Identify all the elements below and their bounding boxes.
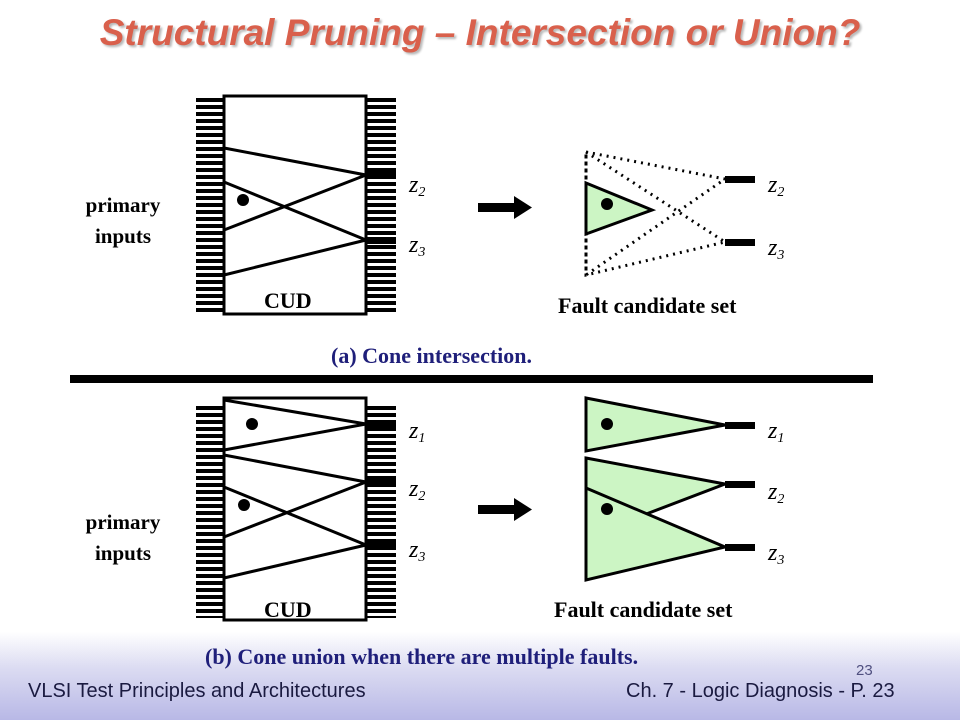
cud-label-b: CUD xyxy=(264,597,312,622)
output-z2-b: z2 xyxy=(409,476,426,504)
caption-b: (b) Cone union when there are multiple f… xyxy=(205,644,639,669)
footer-course-title: VLSI Test Principles and Architectures xyxy=(28,680,366,702)
section-divider xyxy=(70,375,873,383)
result-z3-a: z3 xyxy=(768,235,785,263)
arrow-a xyxy=(478,196,532,219)
caption-a: (a) Cone intersection. xyxy=(331,343,533,368)
slide-title: Structural Pruning – Intersection or Uni… xyxy=(99,12,861,53)
output-z3-a: z3 xyxy=(409,232,426,260)
pruning-diagram xyxy=(70,94,873,622)
output-z2-a: z2 xyxy=(409,172,426,200)
candidate-set-b xyxy=(584,396,755,582)
fault-candidate-label-b: Fault candidate set xyxy=(554,597,733,622)
fault-dot-b1-result xyxy=(601,418,613,430)
candidate-set-a xyxy=(584,149,755,278)
arrow-b xyxy=(478,498,532,521)
output-z1-b: z1 xyxy=(409,418,426,446)
cud-block-a xyxy=(196,94,396,316)
fault-candidate-label-a: Fault candidate set xyxy=(558,293,737,318)
result-z3-b: z3 xyxy=(768,540,785,568)
footer-chapter: Ch. 7 - Logic Diagnosis - P. 23 xyxy=(626,680,895,702)
primary-inputs-label-a: primary inputs xyxy=(85,193,161,248)
result-z2-b: z2 xyxy=(768,479,785,507)
fault-dot-b1 xyxy=(246,418,258,430)
cud-label-a: CUD xyxy=(264,288,312,313)
cud-block-b xyxy=(196,396,396,622)
output-z3-b: z3 xyxy=(409,537,426,565)
fault-dot-a xyxy=(237,194,249,206)
fault-dot-b2-result xyxy=(601,503,613,515)
slide-number: 23 xyxy=(856,662,873,679)
result-z1-b: z1 xyxy=(768,418,785,446)
fault-dot-a-result xyxy=(601,198,613,210)
footer-bar xyxy=(0,632,960,720)
primary-inputs-label-b: primary inputs xyxy=(85,510,161,565)
result-z2-a: z2 xyxy=(768,172,785,200)
fault-dot-b2 xyxy=(238,499,250,511)
